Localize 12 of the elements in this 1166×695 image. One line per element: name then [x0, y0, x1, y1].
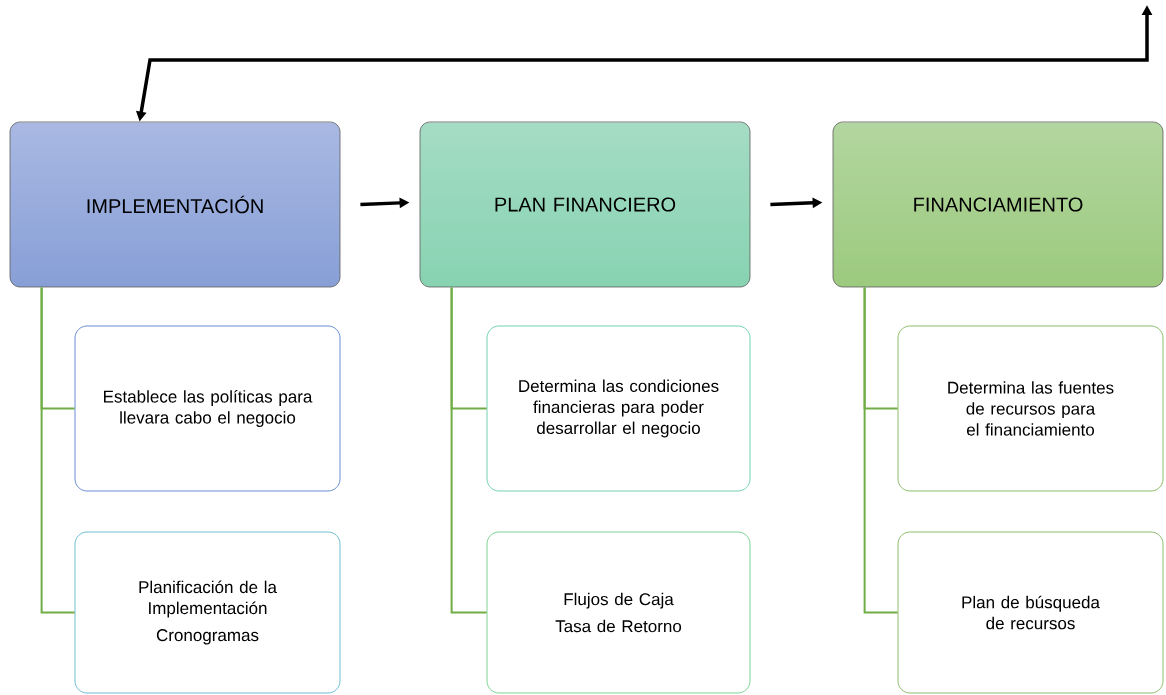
- detail-box: Determina las fuentes de recursos para el financiamiento: [897, 325, 1164, 492]
- tree-connector: [40, 286, 76, 614]
- detail-box: Determina las condiciones financieras para poder desarrollar el negocio: [486, 325, 751, 492]
- stage-box: PLAN FINANCIERO: [419, 121, 751, 288]
- detail-box: Planificación de la Implementación Cronogramas: [74, 531, 341, 694]
- stage-box: FINANCIAMIENTO: [832, 121, 1164, 288]
- tree-connector: [450, 286, 488, 614]
- detail-box: Establece las políticas para llevara cabo el negocio: [74, 325, 341, 492]
- stage-box: IMPLEMENTACIÓN: [9, 121, 341, 288]
- detail-box: Plan de búsqueda de recursos: [897, 531, 1164, 694]
- tree-connector: [863, 286, 899, 614]
- detail-box: Flujos de Caja Tasa de Retorno: [486, 531, 751, 694]
